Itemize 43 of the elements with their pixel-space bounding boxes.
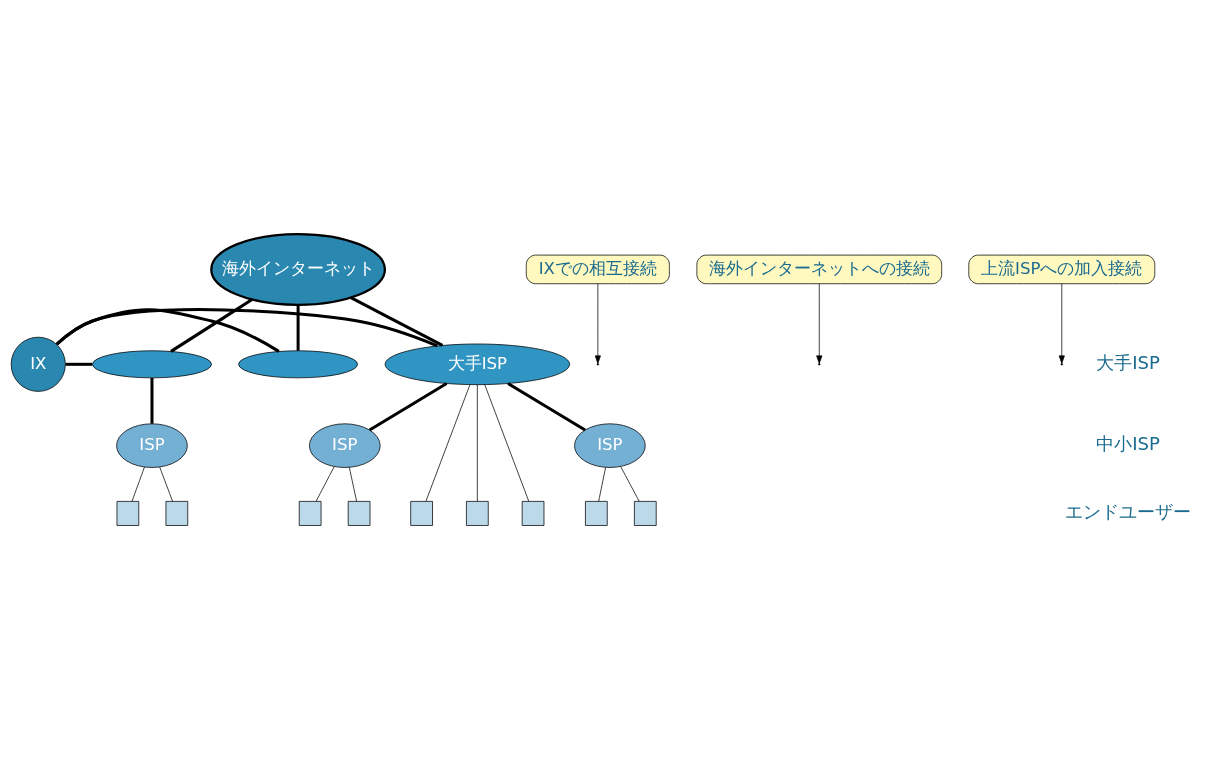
connector — [170, 298, 253, 353]
node-box — [466, 501, 489, 526]
node-ellipse — [238, 350, 358, 379]
connector — [159, 466, 173, 502]
connector — [55, 308, 438, 348]
connector — [598, 467, 606, 502]
node-ellipse — [92, 350, 212, 379]
node-ellipse: 大手ISP — [384, 343, 570, 385]
connector — [131, 466, 145, 502]
connector — [65, 362, 93, 366]
connector — [296, 304, 300, 351]
node-box: 海外インターネットへの接続 — [696, 254, 943, 285]
node-box — [298, 501, 322, 526]
node-ellipse: ISP — [116, 423, 188, 468]
node-ellipse: ISP — [309, 423, 381, 468]
connector — [476, 384, 478, 502]
node-box — [585, 501, 608, 526]
node-ellipse: ISP — [574, 423, 646, 468]
node-box — [634, 501, 657, 526]
arrow — [1058, 283, 1065, 364]
arrow — [594, 283, 601, 364]
node-box: 上流ISPへの加入接続 — [968, 254, 1156, 285]
connector — [150, 377, 154, 424]
connector — [484, 384, 530, 502]
connector — [368, 382, 448, 432]
connector — [348, 467, 357, 502]
connector — [350, 296, 444, 347]
node-box — [410, 501, 433, 526]
connector — [507, 382, 586, 432]
connector — [620, 466, 640, 502]
connector — [425, 384, 471, 502]
node-ellipse: 海外インターネット — [210, 232, 387, 306]
label: 中小ISP — [1096, 433, 1160, 455]
node-box — [521, 501, 545, 526]
node-circle: IX — [10, 336, 66, 392]
node-box — [347, 501, 371, 526]
node-box — [165, 501, 189, 526]
arrow — [816, 283, 823, 364]
node-box — [116, 501, 140, 526]
node-box: IXでの相互接続 — [525, 254, 670, 285]
label: エンドユーザー — [1065, 501, 1192, 523]
connector — [315, 466, 335, 502]
label: 大手ISP — [1096, 351, 1160, 373]
